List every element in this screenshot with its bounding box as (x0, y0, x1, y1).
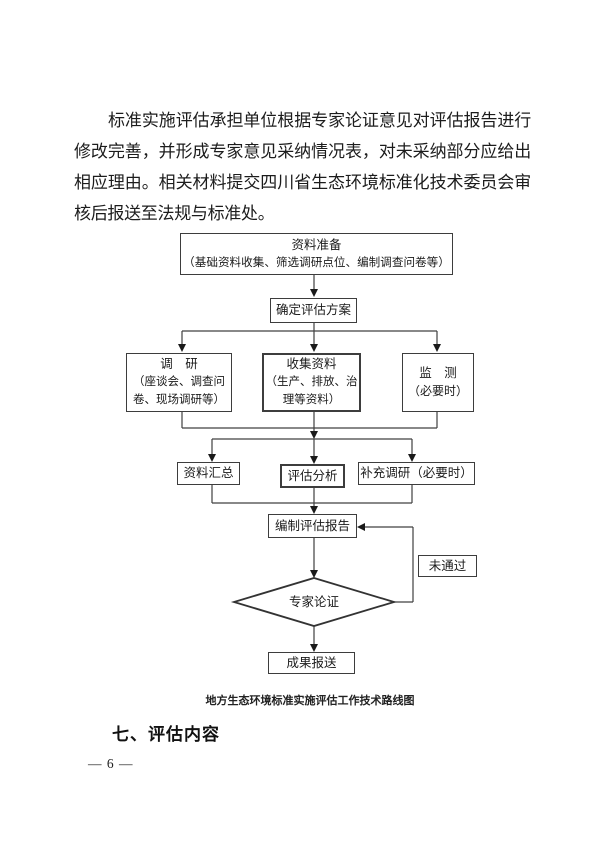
flowchart-node-fail: 未通过 (418, 555, 477, 577)
node-title: 成果报送 (286, 655, 337, 670)
body-paragraph: 标准实施评估承担单位根据专家论证意见对评估报告进行修改完善，并形成专家意见采纳情… (74, 111, 531, 223)
node-subtitle: （生产、排放、治理等资料） (265, 376, 358, 406)
flowchart-node-monitor: 监 测 （必要时） (402, 353, 474, 412)
node-title: 收集资料 (286, 357, 337, 371)
flowchart-node-collect: 收集资料 （生产、排放、治理等资料） (262, 353, 361, 412)
flowchart-node-report: 编制评估报告 (268, 514, 357, 538)
node-title: 资料汇总 (183, 466, 234, 480)
node-title: 编制评估报告 (274, 518, 350, 533)
flowchart-node-analysis: 评估分析 (280, 464, 345, 488)
node-title: 确定评估方案 (275, 303, 351, 317)
node-subtitle: （基础资料收集、筛选调研点位、编制调查问卷等） (183, 256, 450, 269)
flowchart-node-plan: 确定评估方案 (270, 298, 357, 323)
page-number: — 6 — (88, 756, 134, 771)
figure-caption: 地方生态环境标准实施评估工作技术路线图 (205, 695, 415, 707)
node-subtitle: （必要时） (407, 383, 468, 398)
flowchart-node-survey: 调 研 （座谈会、调查问卷、现场调研等） (126, 353, 232, 412)
arrow-heads (178, 289, 441, 652)
flowchart-node-supplement: 补充调研（必要时） (358, 462, 475, 485)
node-title: 调 研 (160, 357, 198, 371)
section-heading: 七、评估内容 (112, 725, 220, 744)
flowchart-node-review: 专家论证 (288, 595, 339, 609)
node-title: 资料准备 (291, 238, 342, 252)
node-title: 评估分析 (287, 468, 338, 483)
flowchart-node-prep: 资料准备 （基础资料收集、筛选调研点位、编制调查问卷等） (180, 233, 453, 275)
node-subtitle: （座谈会、调查问卷、现场调研等） (133, 376, 225, 406)
decision-diamond-shape (230, 577, 398, 627)
node-title: 补充调研（必要时） (360, 466, 473, 480)
node-title: 监 测 (419, 365, 457, 380)
node-title: 未通过 (428, 558, 467, 573)
connector-lines (181, 275, 438, 645)
flowchart-node-submit: 成果报送 (268, 652, 355, 674)
flowchart-node-summary: 资料汇总 (177, 462, 240, 485)
